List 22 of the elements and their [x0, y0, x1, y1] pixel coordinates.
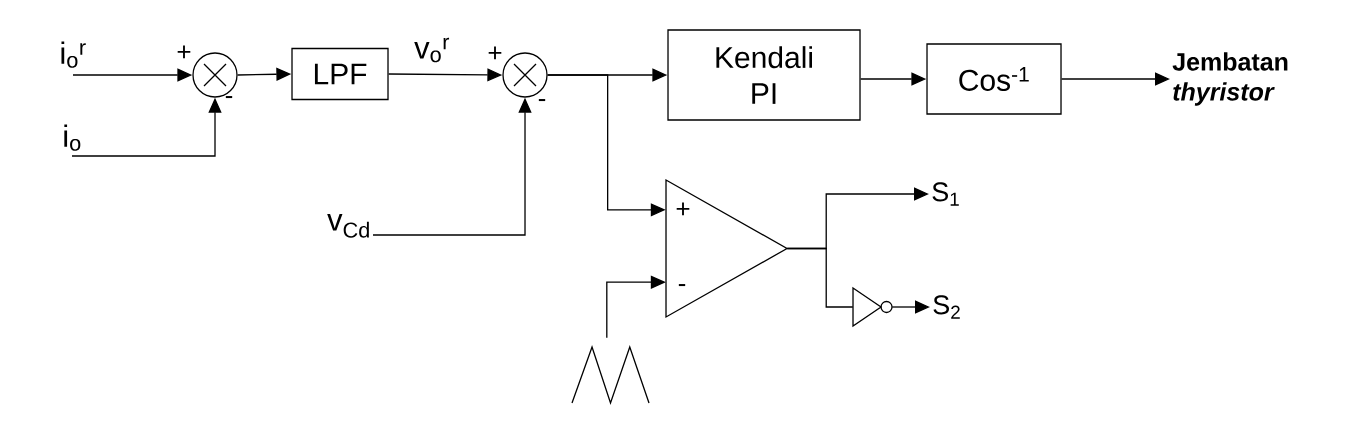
polarity-sign: - — [538, 99, 546, 102]
polarity-sign: + — [676, 202, 690, 216]
triangle-wave — [571, 345, 650, 406]
arrow — [1061, 72, 1170, 86]
polarity-sign: - — [678, 284, 686, 287]
polarity-sign: - — [225, 96, 233, 99]
connector-line — [786, 247, 854, 308]
controller-block: Kendali PI — [667, 29, 861, 121]
polarity-sign: + — [488, 46, 502, 60]
signal-label: i$_{o}$$^{r}$ — [61, 41, 86, 68]
signal-label: S$_{2}$ — [933, 295, 960, 319]
function-block: Cos$^{-1}$ — [926, 43, 1062, 115]
signal-label: i$_{o}$ — [64, 124, 81, 151]
polarity-sign: + — [177, 45, 191, 59]
signal-label: v$_{Cd}$ — [327, 214, 369, 238]
summing-junction — [192, 52, 238, 98]
arrow — [891, 300, 930, 314]
output-label: Jembatan thyristor — [1172, 52, 1288, 106]
edge-label: v$_{o}$$^{r}$ — [413, 36, 451, 64]
signal-label: S$_{1}$ — [932, 182, 959, 206]
summing-junction — [502, 52, 548, 98]
filter-block: LPF — [291, 47, 389, 101]
